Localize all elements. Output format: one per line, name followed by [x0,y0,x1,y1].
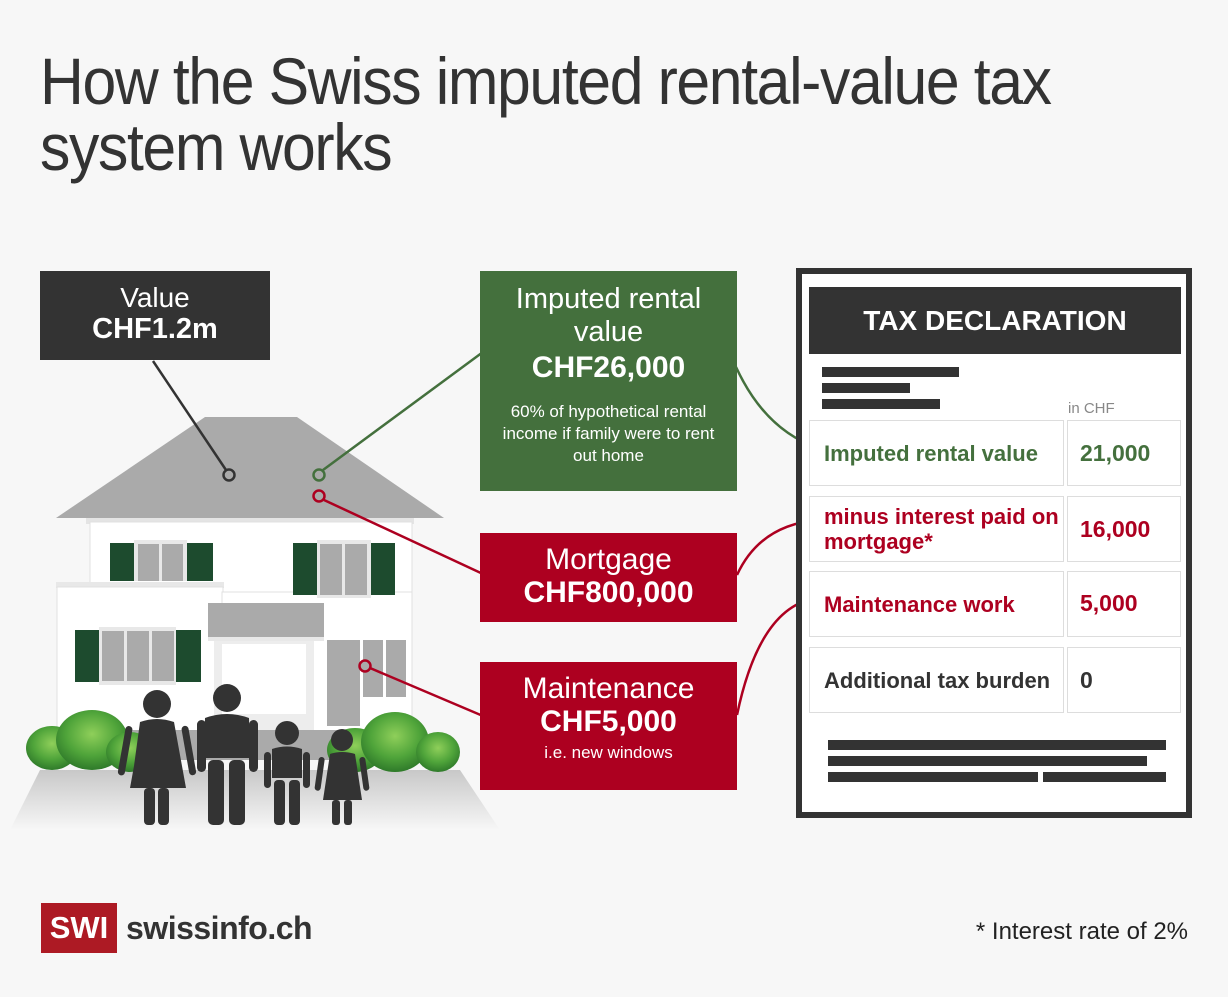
form-row-label: minus interest paid on mortgage* [809,496,1064,562]
swissinfo-logo[interactable]: SWI swissinfo.ch [41,903,313,953]
placeholder-line [822,367,959,377]
form-row-label: Additional tax burden [809,647,1064,713]
form-row-label: Maintenance work [809,571,1064,637]
placeholder-line [822,399,940,409]
mortgage-amount: CHF800,000 [523,576,694,609]
mortgage-connector [312,489,484,576]
form-row-value: 5,000 [1067,571,1181,637]
window-icon [110,540,213,581]
page-title: How the Swiss imputed rental-value tax s… [40,44,1052,184]
imputed-label: Imputed rental value [515,283,702,348]
imputed-rental-callout: Imputed rental value CHF26,000 60% of hy… [480,271,737,491]
maintenance-connector [358,659,484,718]
value-callout: Value CHF1.2m [40,271,270,360]
placeholder-line [822,383,910,393]
maintenance-callout: Maintenance CHF5,000 i.e. new windows [480,662,737,790]
tax-declaration-form: TAX DECLARATION in CHF Imputed rental va… [796,268,1192,818]
form-row-value: 0 [1067,647,1181,713]
maintenance-note: i.e. new windows [544,743,673,762]
mortgage-callout: Mortgage CHF800,000 [480,533,737,622]
tax-form-header: TAX DECLARATION [809,287,1181,354]
placeholder-line [828,756,1147,766]
maintenance-amount: CHF5,000 [540,705,677,738]
maintenance-label: Maintenance [522,672,695,705]
imputed-amount: CHF26,000 [531,351,686,384]
value-label: Value [120,282,190,313]
family-icon [117,684,370,825]
swissinfo-wordmark: swissinfo.ch [126,909,313,946]
value-connector [151,360,236,482]
placeholder-line [1043,772,1166,782]
unit-label: in CHF [1068,400,1115,417]
imputed-note: 60% of hypothetical rental income if fam… [502,402,715,465]
window-icon [293,540,395,598]
imputed-connector [312,350,484,482]
swi-logo-mark: SWI [41,903,117,953]
house-icon [51,417,444,760]
footnote: * Interest rate of 2% [975,918,1188,945]
ground [10,770,500,830]
mortgage-label: Mortgage [545,543,672,576]
form-row-value: 21,000 [1067,420,1181,486]
window-icon [75,627,201,685]
form-row-label: Imputed rental value [809,420,1064,486]
value-amount: CHF1.2m [92,313,218,345]
placeholder-line [828,740,1166,750]
form-row-value: 16,000 [1067,496,1181,562]
placeholder-line [828,772,1038,782]
